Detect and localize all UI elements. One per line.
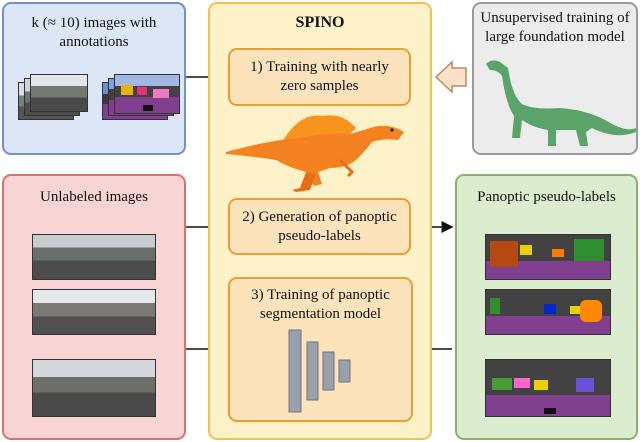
step1-label: 1) Training with nearly zero samples — [250, 59, 389, 94]
step3-box: 3) Training of panoptic segmentation mod… — [228, 277, 413, 422]
annotation-mask-front — [114, 74, 180, 114]
annotated-photo-front — [30, 74, 88, 112]
pseudo-labels-panel: Panoptic pseudo-labels — [455, 174, 638, 440]
step3-label: 3) Training of panoptic segmentation mod… — [251, 287, 390, 322]
pseudo-label-mask-2 — [485, 289, 611, 335]
foundation-model-label: Unsupervised training of large foundatio… — [480, 10, 630, 45]
pseudo-labels-label: Panoptic pseudo-labels — [477, 189, 616, 205]
unlabeled-photo-2 — [32, 289, 156, 335]
annotated-images-label: k (≈ 10) images with annotations — [31, 15, 157, 50]
step1-box: 1) Training with nearly zero samples — [228, 48, 411, 106]
pseudo-label-mask-1 — [485, 234, 611, 280]
pseudo-label-mask-3 — [485, 359, 611, 417]
annotated-images-panel: k (≈ 10) images with annotations — [2, 2, 186, 155]
step2-box: 2) Generation of panoptic pseudo-labels — [228, 198, 411, 255]
unlabeled-images-label: Unlabeled images — [40, 189, 148, 205]
unlabeled-photo-3 — [32, 359, 156, 417]
unlabeled-images-panel: Unlabeled images — [2, 174, 186, 440]
spino-title: SPINO — [295, 14, 345, 31]
unlabeled-photo-1 — [32, 234, 156, 280]
step2-label: 2) Generation of panoptic pseudo-labels — [242, 209, 397, 244]
